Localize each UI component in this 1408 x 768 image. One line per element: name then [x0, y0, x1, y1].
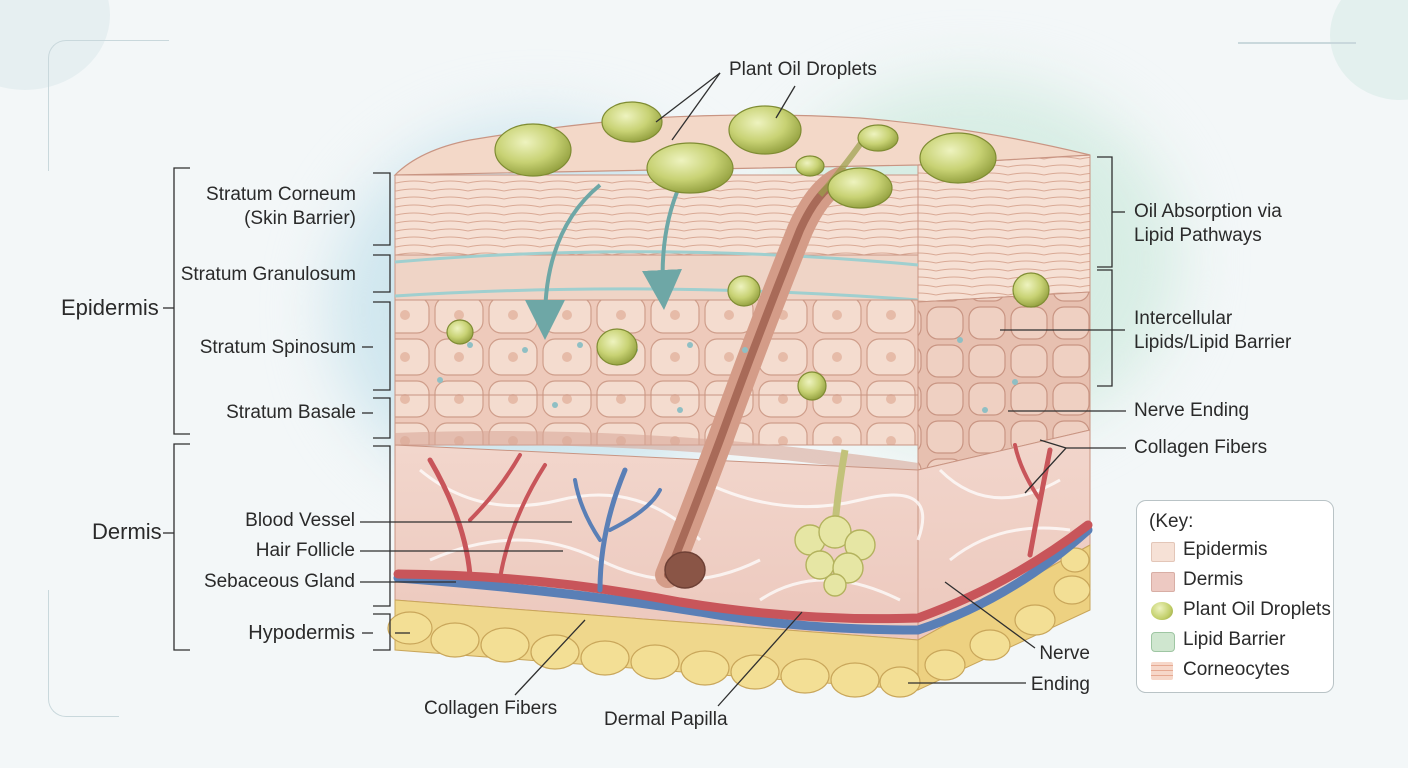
label-blood-vessel: Blood Vessel	[245, 510, 355, 531]
legend-key: (Key: Epidermis Dermis Plant Oil Droplet…	[1136, 500, 1334, 693]
legend-title: (Key:	[1149, 511, 1194, 532]
label-intercellular-lipids: Intercellular Lipids/Lipid Barrier	[1134, 308, 1292, 353]
blood-vessels	[393, 443, 1093, 635]
frame-line-bottom-left	[48, 590, 119, 717]
sebaceous-gland	[794, 449, 876, 597]
stratum-spinosum-layer	[394, 299, 919, 396]
label-nerve-ending-bottom: Nerve Ending	[1030, 643, 1090, 695]
plant-oil-droplets	[446, 101, 1050, 401]
right-face	[917, 154, 1091, 691]
label-nerve-ending-right: Nerve Ending	[1134, 400, 1250, 421]
legend-swatch-lipid-barrier	[1151, 632, 1175, 652]
legend-swatch-epidermis	[1151, 542, 1175, 562]
label-stratum-spinosum: Stratum Spinosum	[199, 337, 356, 358]
label-hair-follicle: Hair Follicle	[255, 540, 355, 561]
label-epidermis: Epidermis	[61, 295, 159, 320]
oil-droplet-icon	[1151, 602, 1173, 620]
label-collagen-fibers-bottom: Collagen Fibers	[424, 698, 558, 719]
front-face	[394, 174, 920, 691]
label-oil-absorption: Oil Absorption via Lipid Pathways	[1134, 201, 1282, 246]
absorption-arrows	[525, 183, 682, 340]
label-dermis: Dermis	[92, 519, 162, 544]
label-dermal-papilla: Dermal Papilla	[604, 709, 728, 730]
label-stratum-basale: Stratum Basale	[226, 402, 356, 423]
fat-lobules	[387, 547, 1091, 698]
label-plant-oil-droplets-top: Plant Oil Droplets	[729, 59, 877, 80]
label-sebaceous-gland: Sebaceous Gland	[203, 571, 355, 592]
legend-swatch-dermis	[1151, 572, 1175, 592]
label-collagen-fibers-right: Collagen Fibers	[1134, 437, 1268, 458]
legend-swatch-corneocytes	[1151, 662, 1173, 680]
label-hypodermis: Hypodermis	[248, 622, 355, 644]
label-stratum-granulosum: Stratum Granulosum	[180, 264, 356, 285]
frame-line-top-left	[48, 40, 169, 171]
label-stratum-corneum: Stratum Corneum (Skin Barrier)	[206, 184, 356, 229]
leader-lines	[163, 72, 1126, 707]
frame-line-top-right	[1238, 42, 1356, 44]
